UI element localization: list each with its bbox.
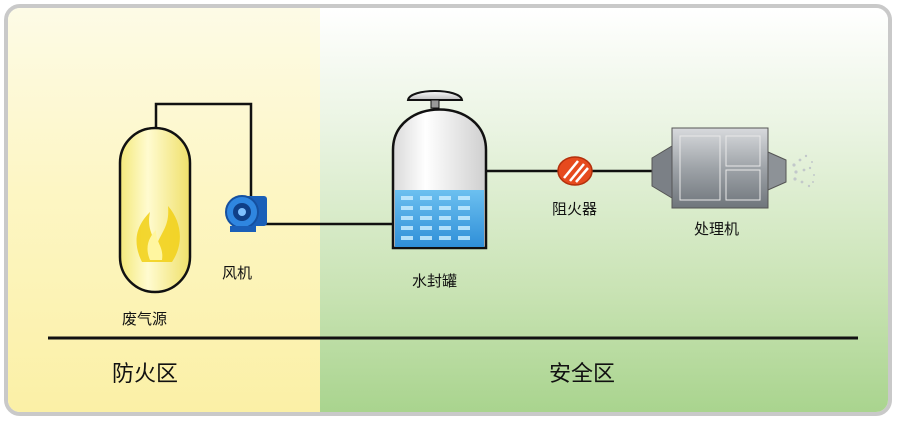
tank-cap xyxy=(406,90,464,101)
water-bubbles xyxy=(401,196,470,240)
flame-icon xyxy=(136,206,180,262)
source-vessel xyxy=(118,126,192,294)
safe-zone-label: 安全区 xyxy=(549,362,616,387)
water-seal-tank xyxy=(391,90,488,250)
pipe-lines xyxy=(154,102,652,226)
processor-label: 处理机 xyxy=(694,220,740,238)
exhaust-spray-icon xyxy=(792,154,815,188)
processor-unit xyxy=(651,127,815,209)
flame-arrester-label: 阻火器 xyxy=(552,200,598,218)
pipe-source-to-fan xyxy=(154,102,253,196)
waste-gas-source xyxy=(118,126,192,294)
fan-label: 风机 xyxy=(222,264,253,282)
diagram-frame xyxy=(4,4,892,416)
fire-zone-label: 防火区 xyxy=(112,362,179,387)
fan-icon xyxy=(225,195,267,232)
water-seal-tank-label: 水封罐 xyxy=(412,272,458,290)
flame-arrester-icon xyxy=(557,156,593,186)
waste-gas-source-label: 废气源 xyxy=(122,310,168,328)
